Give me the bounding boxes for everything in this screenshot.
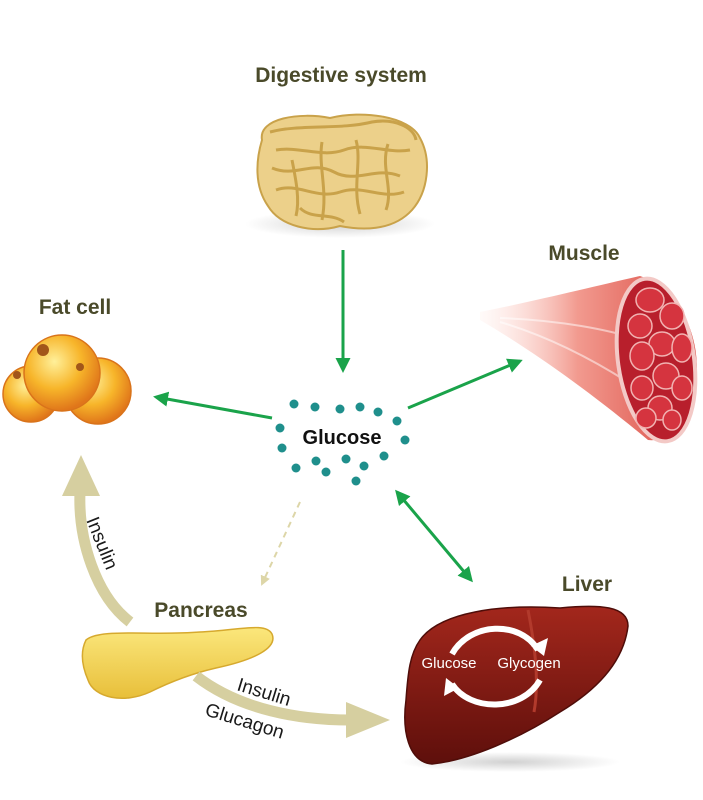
arrow-glucose-to-fat-cell [153,391,273,420]
pancreas-label: Pancreas [154,599,247,622]
liver-illustration: Glucose Glycogen [400,605,629,772]
pancreas-illustration [81,626,274,699]
arrow-pancreas-to-fat-cell [62,455,134,627]
arrow-pancreas-to-liver [192,671,390,738]
arrow-glucose-to-pancreas [260,501,301,586]
fat-cell-label: Fat cell [39,296,111,319]
intestine-illustration [245,113,435,238]
glucose-label: Glucose [303,427,382,449]
arrow-glucose-liver-bidirectional [395,489,473,583]
digestive-system-label: Digestive system [255,64,427,87]
liver-label: Liver [562,573,612,596]
arrow-glucose-to-muscle [407,358,523,410]
liver-glycogen-text: Glycogen [497,655,560,672]
muscle-label: Muscle [548,242,619,265]
liver-glucose-text: Glucose [421,655,476,672]
muscle-illustration [480,276,698,444]
fat-cell-illustration [2,334,132,425]
glucose-molecules [275,399,410,486]
